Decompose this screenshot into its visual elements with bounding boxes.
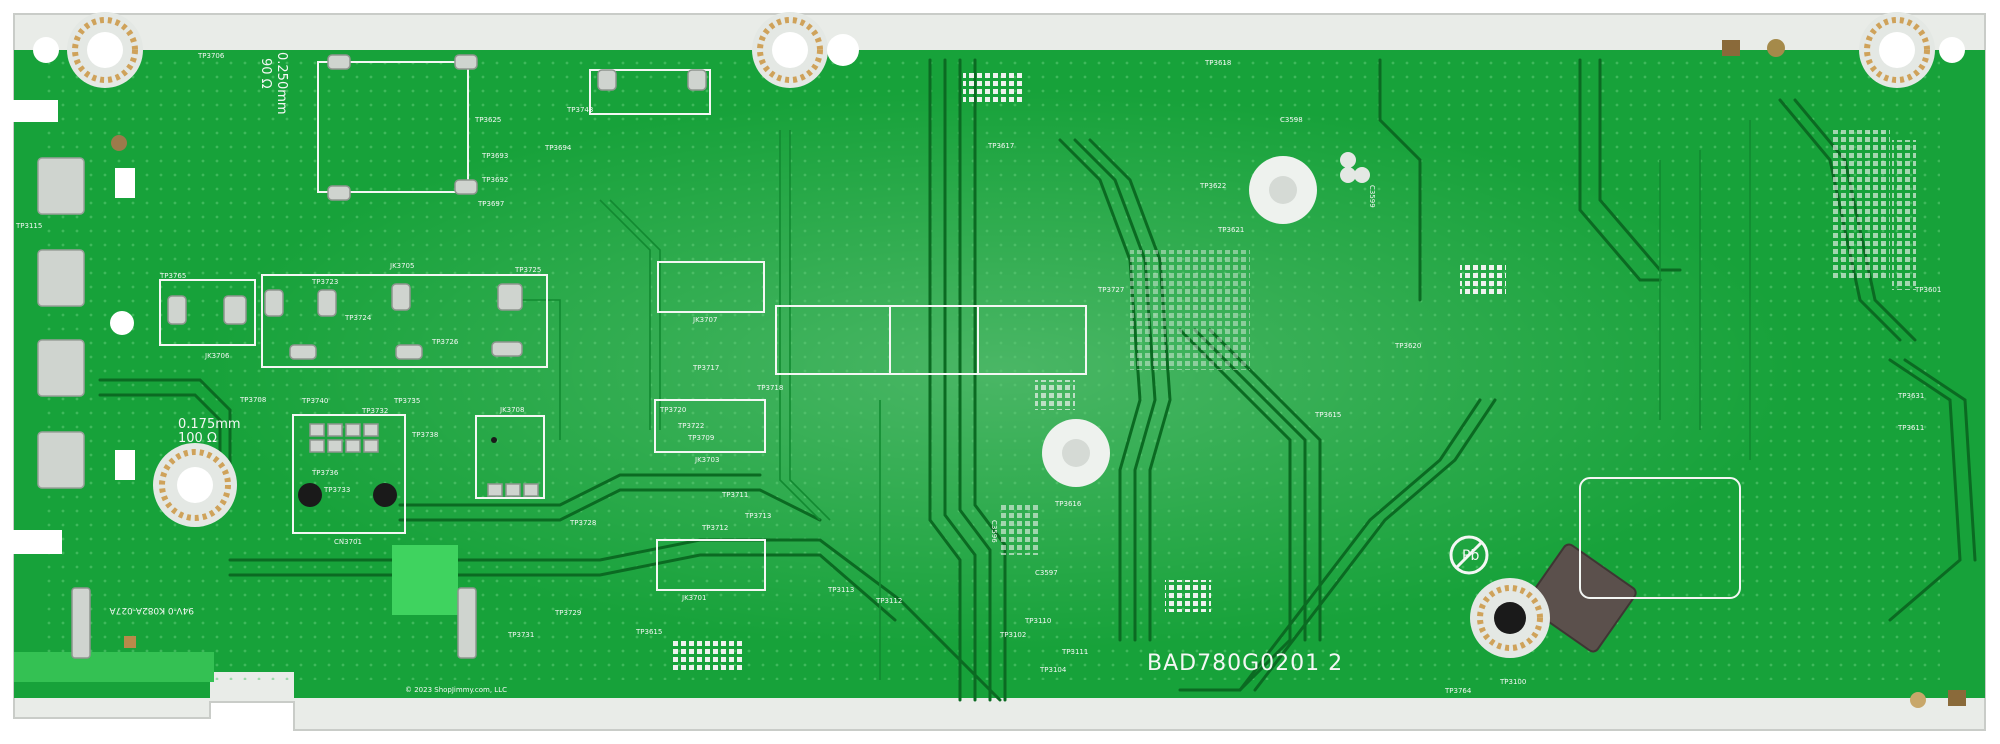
label-jk3707: JK3707 (692, 316, 717, 324)
label-tp3764: TP3764 (1444, 687, 1472, 695)
rating: 94V-0 K082A-027A (109, 605, 194, 615)
label-tp3743: TP3743 (566, 106, 593, 114)
label-tp3738: TP3738 (411, 431, 438, 439)
label-tp3711: TP3711 (721, 491, 748, 499)
part-number: BAD780G0201 2 (1147, 651, 1343, 676)
label-tp3111: TP3111 (1061, 648, 1088, 656)
label-tp3692: TP3692 (481, 176, 508, 184)
pb-free-icon: Pb (1449, 535, 1489, 575)
label-tp3724: TP3724 (344, 314, 372, 322)
solder-shield (1525, 543, 1637, 653)
label-tp3113: TP3113 (827, 586, 854, 594)
thin-traces (500, 120, 1751, 680)
label-tp3693: TP3693 (481, 152, 508, 160)
left-notches (10, 100, 62, 554)
component-marks (111, 39, 1966, 708)
label-jk3706: JK3706 (204, 352, 230, 360)
solder-pads (71, 54, 707, 659)
svg-text:Pb: Pb (1462, 548, 1479, 564)
label-tp3115: TP3115 (15, 222, 42, 230)
label-tp3709: TP3709 (687, 434, 714, 442)
edge-contact-strip (14, 652, 214, 682)
label-tp3611: TP3611 (1897, 424, 1924, 432)
label-tp3713: TP3713 (744, 512, 771, 520)
label-tp3694: TP3694 (544, 144, 572, 152)
label-tp3727: TP3727 (1097, 286, 1124, 294)
label-tp3765: TP3765 (159, 272, 186, 280)
impedance-mid: 100 Ω (178, 431, 217, 446)
label-tp3706: TP3706 (197, 52, 225, 60)
label-tp3615: TP3615 (1314, 411, 1341, 419)
smd-fields (672, 70, 1916, 672)
copyright: © 2023 ShopJimmy.com, LLC (405, 686, 507, 694)
label-tp3102: TP3102 (999, 631, 1026, 639)
label-tp3601: TP3601 (1914, 286, 1941, 294)
label-tp3618: TP3618 (1204, 59, 1231, 67)
label-tp3697: TP3697 (477, 200, 504, 208)
through-holes (298, 437, 497, 507)
label-tp3708: TP3708 (239, 396, 266, 404)
label-tp3621: TP3621 (1217, 226, 1244, 234)
silkscreen-text: BAD780G0201 2 © 2023 ShopJimmy.com, LLC … (15, 52, 1941, 695)
label-tp3622: TP3622 (1199, 182, 1226, 190)
label-tp3718: TP3718 (756, 384, 783, 392)
label-c3599: C3599 (1368, 185, 1376, 208)
impedance-top: 90 Ω (258, 58, 273, 89)
exposed-pad (392, 545, 458, 615)
label-tp3723: TP3723 (311, 278, 338, 286)
label-c3597: C3597 (1035, 569, 1058, 577)
label-tp3110: TP3110 (1024, 617, 1051, 625)
label-tp3712: TP3712 (701, 524, 728, 532)
label-tp3620: TP3620 (1394, 342, 1421, 350)
label-tp3733: TP3733 (323, 486, 350, 494)
label-jk3703: JK3703 (694, 456, 719, 464)
label-tp3631: TP3631 (1897, 392, 1924, 400)
label-jk3701: JK3701 (681, 594, 706, 602)
label-tp3725: TP3725 (514, 266, 541, 274)
label-tp3100: TP3100 (1499, 678, 1526, 686)
label-tp3112: TP3112 (875, 597, 902, 605)
label-tp3616: TP3616 (1054, 500, 1082, 508)
label-tp3615b: TP3615 (635, 628, 662, 636)
label-tp3731: TP3731 (507, 631, 534, 639)
label-tp3736: TP3736 (311, 469, 339, 477)
left-connectors (37, 157, 135, 489)
label-jk3708: JK3708 (499, 406, 524, 414)
label-tp3617: TP3617 (987, 142, 1014, 150)
label-c3598: C3598 (1280, 116, 1303, 124)
label-tp3625: TP3625 (474, 116, 501, 124)
width-mid: 0.175mm (178, 417, 241, 432)
label-tp3726: TP3726 (431, 338, 459, 346)
label-tp3722: TP3722 (677, 422, 704, 430)
label-jk3705: JK3705 (389, 262, 414, 270)
connector-outlines (159, 61, 1741, 599)
label-c3596: C3596 (990, 520, 998, 543)
label-tp3728: TP3728 (569, 519, 596, 527)
label-tp3717: TP3717 (692, 364, 719, 372)
label-tp3104: TP3104 (1039, 666, 1067, 674)
label-tp3732: TP3732 (361, 407, 388, 415)
width-top: 0.250mm (274, 52, 289, 115)
label-tp3720: TP3720 (659, 406, 686, 414)
label-tp3740: TP3740 (301, 397, 328, 405)
label-tp3735: TP3735 (393, 397, 420, 405)
label-cn3701: CN3701 (334, 538, 362, 546)
mounting-holes (33, 12, 1965, 658)
label-tp3729: TP3729 (554, 609, 581, 617)
